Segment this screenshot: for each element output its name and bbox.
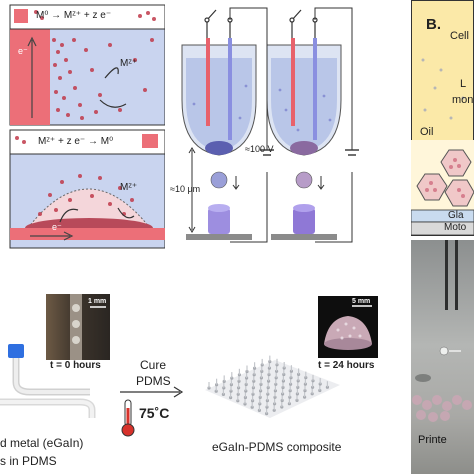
lattice-pillar	[275, 369, 279, 373]
lattice-pillar	[267, 373, 271, 377]
cure-label-2: PDMS	[136, 374, 171, 388]
lattice-pillar	[252, 379, 256, 383]
lattice-pillar	[265, 405, 269, 409]
pillar-left	[208, 208, 230, 234]
mz-label-top: Mᶻ⁺	[120, 58, 138, 69]
ion-flow-arrow	[104, 67, 119, 79]
electrochem-panel	[9, 4, 165, 249]
lattice-pillar	[265, 412, 269, 416]
mz-label-bottom: Mᶻ⁺	[120, 182, 138, 193]
panel-b-oil-label: Oil	[420, 126, 434, 138]
electrode-blue-left	[228, 38, 232, 140]
thermometer-icon	[121, 399, 135, 437]
lattice-pillar	[303, 395, 307, 399]
gap-label: ≈10 μm	[170, 184, 201, 194]
lattice-pillar	[266, 392, 270, 396]
lattice-pillar	[229, 383, 233, 387]
micrograph-t24-detail	[324, 305, 372, 350]
printer-label: Printe	[418, 434, 447, 446]
lattice-pillar	[253, 366, 257, 370]
printer-photo-details	[412, 240, 472, 422]
ion-particles-top	[34, 10, 156, 120]
lattice-pillar	[325, 385, 329, 389]
cell-particles	[421, 58, 465, 120]
syringe-cap	[8, 344, 24, 358]
lattice-pillar	[237, 373, 241, 377]
voltage-label: ≈100 V	[245, 144, 274, 154]
lattice-pillar	[251, 392, 255, 396]
motor-layer	[411, 221, 474, 236]
lattice-pillar	[252, 373, 256, 377]
lattice-pillar	[304, 376, 308, 380]
lattice-pillar	[229, 396, 233, 400]
lattice-pillar	[275, 363, 279, 367]
lattice-pillar	[230, 376, 234, 380]
temperature-label: 75˚C	[139, 405, 170, 421]
composite-lattice	[205, 355, 340, 418]
tube-pdms-drawing	[0, 344, 96, 418]
droplet-right	[295, 171, 313, 189]
lattice-pillar	[268, 360, 272, 364]
substrate-right	[271, 234, 337, 240]
micrograph-t0-detail	[70, 294, 106, 360]
gap-dimension	[188, 147, 196, 233]
time-label-t24: t = 24 hours	[318, 360, 375, 371]
glass-layer	[411, 209, 474, 223]
lattice-pillar	[267, 379, 271, 383]
lattice-pillar	[289, 369, 293, 373]
panel-b-letter: B.	[426, 16, 441, 33]
lattice-pillar	[251, 399, 255, 403]
time-label-t0: t = 0 hours	[50, 360, 101, 371]
metal-dome	[26, 188, 152, 229]
lattice-pillar	[303, 382, 307, 386]
panel-b-mon-label: mon	[452, 94, 474, 106]
oxidation-equation: M⁰ → Mᶻ⁺ + z e⁻	[36, 10, 112, 21]
pillar-right	[293, 208, 315, 234]
lattice-pillar	[265, 399, 269, 403]
electron-label-top: e⁻	[18, 46, 28, 56]
lattice-pillar	[266, 386, 270, 390]
electrode-red-left	[206, 38, 210, 126]
left-caption-1: d metal (eGaIn)	[0, 436, 84, 450]
cell-cluster	[416, 149, 474, 207]
lattice-pillar	[250, 405, 254, 409]
scale-bar-1mm: 1 mm	[88, 298, 107, 305]
panel-b-cells	[411, 58, 474, 236]
lattice-pillar	[288, 389, 292, 393]
droplet-left	[210, 171, 228, 189]
panel-b-l-label: L	[460, 78, 467, 90]
switch-right	[289, 9, 318, 38]
lattice-pillar	[288, 395, 292, 399]
lattice-pillar	[311, 379, 315, 383]
panel-b-motor-label: Moto	[444, 222, 467, 233]
lattice-pillar	[214, 389, 218, 393]
cure-label-1: Cure	[140, 358, 167, 372]
printer-photo	[411, 240, 474, 474]
reduction-equation: Mᶻ⁺ + z e⁻ → M⁰	[38, 136, 114, 147]
lattice-pillar	[237, 379, 241, 383]
lattice-pillar	[251, 386, 255, 390]
left-caption-2: s in PDMS	[0, 454, 57, 468]
electrode-red-right	[291, 38, 295, 126]
scale-bar-5mm: 5 mm	[352, 298, 371, 305]
lattice-pillar	[303, 389, 307, 393]
switch-left	[204, 9, 233, 38]
panel-b-glass-label: Gla	[448, 210, 464, 221]
lattice-pillar	[229, 389, 233, 393]
panel-b-cell-label: Cell	[450, 30, 469, 42]
lattice-pillar	[289, 376, 293, 380]
process-arrow	[120, 386, 184, 398]
ion-particles-bottom	[15, 136, 134, 216]
lattice-pillar	[274, 376, 278, 380]
lattice-pillar	[287, 402, 291, 406]
lattice-pillar	[215, 383, 219, 387]
electrode-blue-right	[313, 38, 317, 140]
apparatus-diagram	[181, 7, 359, 243]
composite-caption: eGaIn-PDMS composite	[212, 440, 342, 454]
electron-label-bottom: e⁻	[52, 222, 62, 232]
lattice-pillar	[289, 382, 293, 386]
lattice-pillar	[267, 366, 271, 370]
substrate-left	[186, 234, 252, 240]
